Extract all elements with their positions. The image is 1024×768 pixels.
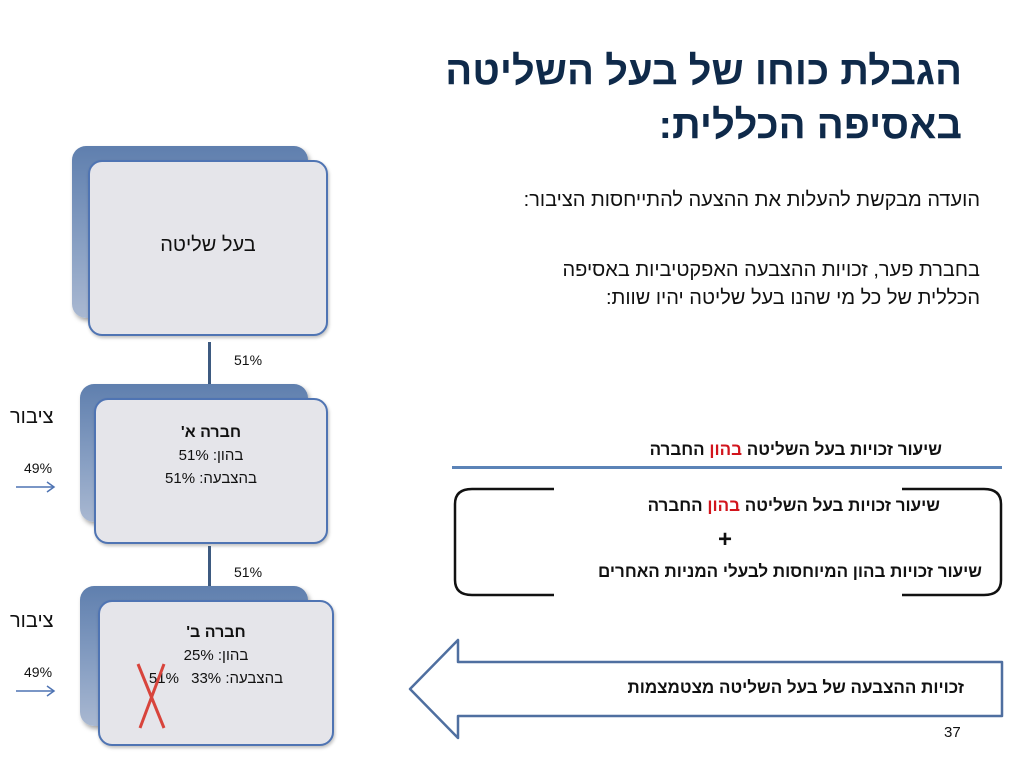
- title-line-2: באסיפה הכללית:: [658, 103, 962, 147]
- connector-bottom: [208, 546, 211, 586]
- company-b-name: חברה ב': [186, 624, 246, 641]
- public-a-arrow-icon: [16, 481, 56, 493]
- company-a-voting: בהצבעה: 51%: [165, 470, 257, 487]
- paragraph-2-line-1: בחברת פער, זכויות ההצבעה האפקטיביות באסי…: [562, 259, 980, 281]
- formula-line-1: שיעור זכויות בעל השליטה בהון החברה: [460, 496, 940, 516]
- formula-line-2: שיעור זכויות בהון המיוחסות לבעלי המניות …: [597, 562, 982, 581]
- public-b-arrow-icon: [16, 685, 56, 697]
- formula-line-1-highlight: בהון: [707, 496, 740, 515]
- formula-header: שיעור זכויות בעל השליטה בהון החברה: [442, 440, 942, 460]
- controller-box: בעל שליטה: [72, 146, 328, 336]
- public-a-pct: 49%: [24, 460, 53, 476]
- link-top-pct: 51%: [234, 352, 263, 368]
- company-b-voting: בהצבעה: 33% 51%: [100, 667, 332, 690]
- result-arrow-label: זכויות ההצבעה של בעל השליטה מצטמצמות: [627, 678, 965, 697]
- formula-line-1-pre: שיעור זכויות בעל השליטה: [740, 496, 940, 515]
- paragraph-2-line-2: הכללית של כל מי שהנו בעל שליטה יהיו שוות…: [605, 287, 980, 309]
- connector-top: [208, 342, 211, 384]
- formula-header-pre: שיעור זכויות בעל השליטה: [742, 440, 942, 459]
- company-b-voting-value: 33%: [191, 670, 222, 687]
- controller-box-card: בעל שליטה: [88, 160, 328, 336]
- company-a-name: חברה א': [180, 424, 242, 441]
- company-a-box: חברה א' בהון: 51% בהצבעה: 51%: [80, 384, 330, 546]
- company-a-capital: בהון: 51%: [178, 447, 244, 464]
- fraction-line: [452, 466, 1002, 469]
- paragraph-1: הועדה מבקשת להעלות את ההצעה להתייחסות הצ…: [523, 189, 980, 211]
- paragraph-2: בחברת פער, זכויות ההצבעה האפקטיביות באסי…: [400, 256, 980, 312]
- company-b-capital-label: בהון:: [217, 647, 249, 664]
- company-b-capital-value: 25%: [183, 647, 214, 664]
- company-b-box: חברה ב' בהון: 25% בהצבעה: 33% 51%: [80, 586, 336, 748]
- public-b-pct: 49%: [24, 664, 53, 680]
- plus-sign: +: [718, 526, 733, 553]
- page-number: 37: [944, 724, 961, 741]
- formula-header-post: החברה: [649, 440, 710, 459]
- title-line-1: הגבלת כוחו של בעל השליטה: [445, 49, 962, 93]
- slide-title: הגבלת כוחו של בעל השליטה באסיפה הכללית:: [202, 44, 962, 152]
- company-a-card: חברה א' בהון: 51% בהצבעה: 51%: [94, 398, 328, 544]
- formula-denominator: שיעור זכויות בעל השליטה בהון החברה + שיע…: [452, 486, 1004, 598]
- formula-header-highlight: בהון: [709, 440, 742, 459]
- result-arrow-icon: [408, 638, 1004, 740]
- formula-line-1-post: החברה: [647, 496, 708, 515]
- controller-label: בעל שליטה: [160, 234, 256, 256]
- public-b-label: ציבור: [10, 610, 54, 632]
- company-b-card: חברה ב' בהון: 25% בהצבעה: 33% 51%: [98, 600, 334, 746]
- company-b-capital: בהון: 25%: [100, 644, 332, 667]
- denominator-frame: [453, 487, 1003, 597]
- company-b-voting-label: בהצבעה:: [225, 670, 284, 687]
- public-a-label: ציבור: [10, 406, 54, 428]
- link-bottom-pct: 51%: [234, 564, 263, 580]
- cross-out-icon: [136, 663, 166, 729]
